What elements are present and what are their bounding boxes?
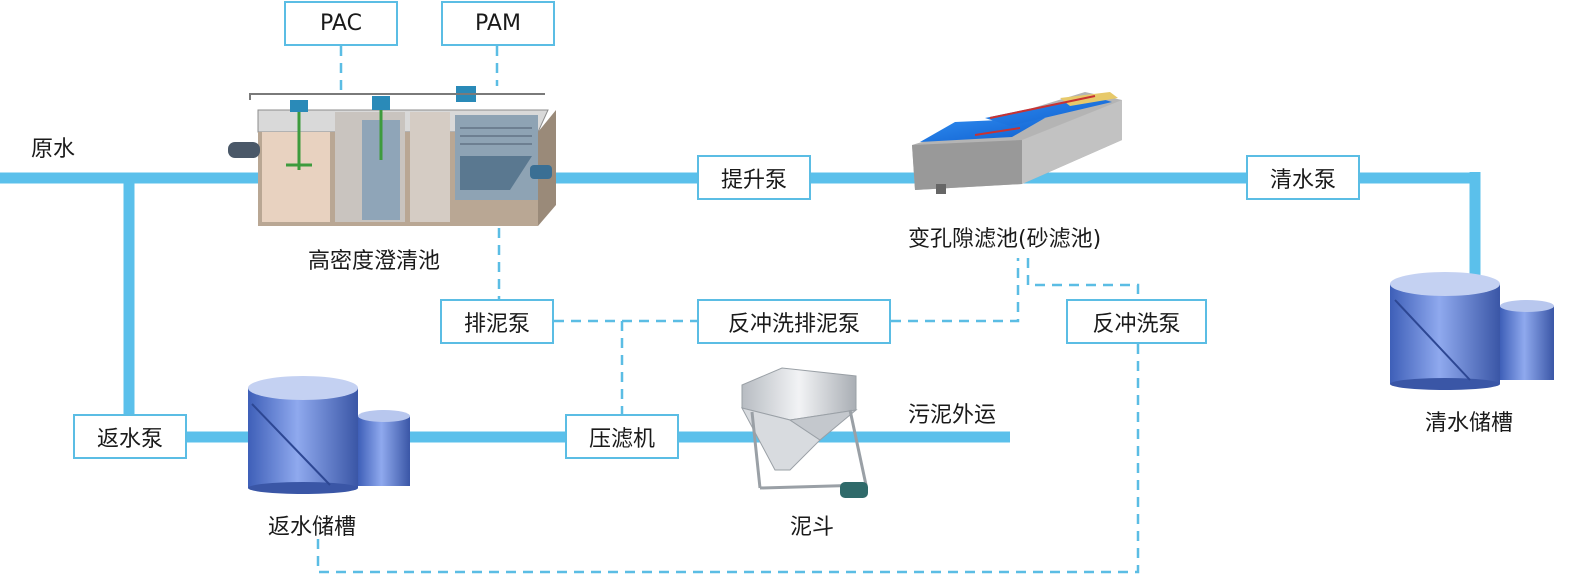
filter-press-box: 压滤机 [565, 414, 679, 459]
storage-tank-icon [1390, 272, 1554, 390]
sludge-out-label: 污泥外运 [908, 403, 997, 428]
clear-water-pump-box: 清水泵 [1246, 155, 1360, 200]
sludge-hopper-icon [741, 367, 868, 498]
pac-label: PAC [320, 11, 362, 36]
filter-backwash-sludge-line [891, 258, 1020, 323]
backwash-pump-box: 反冲洗泵 [1066, 299, 1207, 344]
lift-pump-label: 提升泵 [720, 167, 787, 193]
sludge-pump-label: 排泥泵 [463, 311, 530, 337]
clear-water-pump-label: 清水泵 [1269, 167, 1336, 193]
backwash-sludge-pump-label: 反冲洗排泥泵 [727, 311, 860, 337]
clarifier-tank-icon [228, 86, 556, 226]
sand-filter-label: 变孔隙滤池(砂滤池) [908, 227, 1102, 252]
storage-tank-icon [248, 376, 410, 494]
backwash-pump-label: 反冲洗泵 [1092, 311, 1181, 337]
clear-tank-label: 清水储槽 [1425, 411, 1514, 436]
sludge-hopper-label: 泥斗 [790, 515, 835, 540]
filter-backwash-supply-line [1026, 258, 1140, 300]
dashed-lines [316, 46, 1140, 574]
pam-box: PAM [441, 1, 555, 46]
backwash-return-line [316, 344, 1140, 574]
return-pump-label: 返水泵 [96, 426, 163, 452]
clarifier-label: 高密度澄清池 [308, 249, 441, 274]
filter-press-label: 压滤机 [588, 426, 655, 452]
backwash-sludge-pump-box: 反冲洗排泥泵 [697, 299, 891, 344]
return-tank-label: 返水储槽 [268, 515, 357, 540]
sludge-pump-box: 排泥泵 [440, 299, 554, 344]
sand-filter-icon [912, 92, 1122, 194]
return-pump-box: 返水泵 [73, 414, 187, 459]
lift-pump-box: 提升泵 [697, 155, 811, 200]
pam-label: PAM [475, 11, 521, 36]
raw-water-label: 原水 [31, 137, 76, 162]
pac-box: PAC [284, 1, 398, 46]
